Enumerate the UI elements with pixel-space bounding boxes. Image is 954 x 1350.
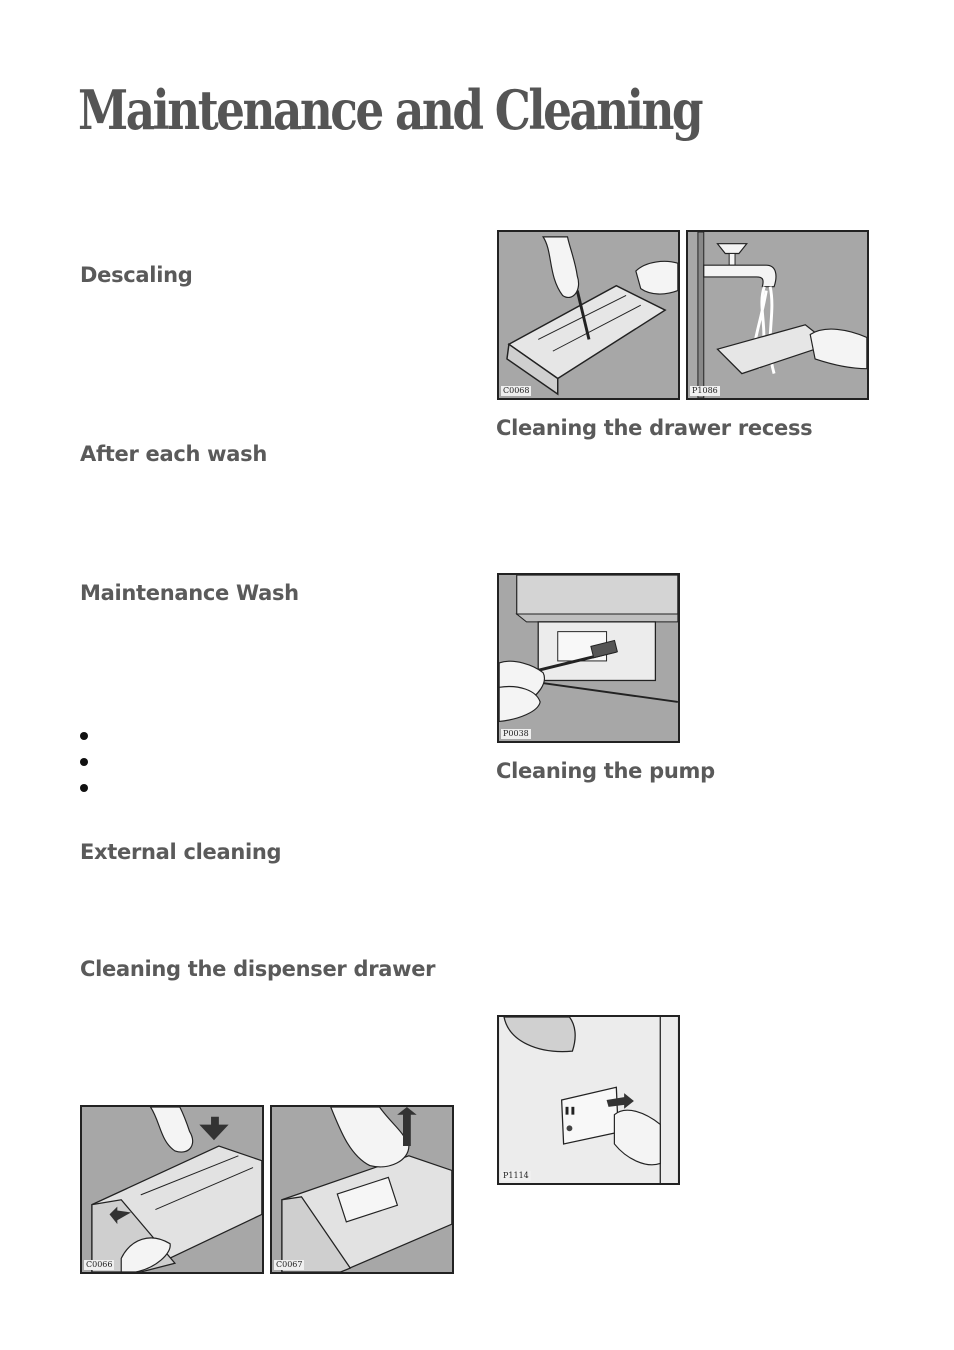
- bullet-point: [78, 726, 88, 752]
- pump-flap-illustration: [499, 1017, 678, 1183]
- tap-rinse-illustration: [697, 232, 867, 398]
- recess-brush-illustration: [499, 575, 678, 723]
- heading-cleaning-drawer-recess: Cleaning the drawer recess: [496, 416, 813, 440]
- heading-external-cleaning: External cleaning: [80, 840, 282, 864]
- figure-code: P1086: [690, 386, 720, 396]
- heading-cleaning-pump: Cleaning the pump: [496, 759, 715, 783]
- figure-tap-rinse: P1086: [686, 230, 869, 400]
- figure-brush-drawer: C0068: [497, 230, 680, 400]
- figure-drawer-release: C0066: [80, 1105, 264, 1274]
- figure-code: C0067: [274, 1260, 305, 1270]
- bullet-point: [78, 778, 88, 804]
- drawer-release-illustration: [91, 1107, 262, 1272]
- heading-after-each-wash: After each wash: [80, 442, 267, 466]
- heading-maintenance-wash: Maintenance Wash: [80, 581, 299, 605]
- figure-pump-flap: P1114: [497, 1015, 680, 1185]
- figure-code: C0068: [501, 386, 532, 396]
- heading-cleaning-dispenser-drawer: Cleaning the dispenser drawer: [80, 957, 436, 981]
- page-title: Maintenance and Cleaning: [78, 78, 704, 142]
- figure-code: P0038: [501, 729, 531, 739]
- figure-recess-brush: P0038: [497, 573, 680, 743]
- figure-siphon-lift: C0067: [270, 1105, 454, 1274]
- bullet-point: [78, 752, 88, 778]
- figure-code: C0066: [84, 1260, 115, 1270]
- drawer-brush-illustration: [506, 236, 678, 396]
- figure-code: P1114: [501, 1171, 531, 1181]
- bullet-list: [78, 726, 88, 804]
- heading-descaling: Descaling: [80, 263, 193, 287]
- siphon-lift-illustration: [281, 1107, 452, 1272]
